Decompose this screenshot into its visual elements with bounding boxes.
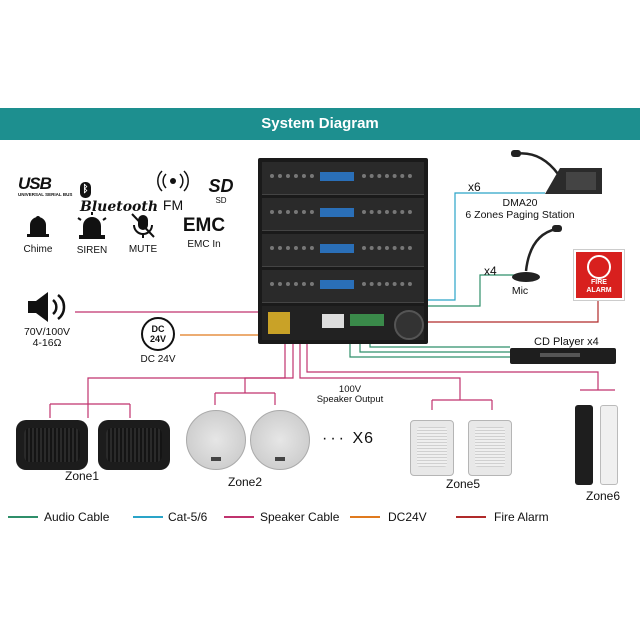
fm-label: FM	[162, 197, 184, 213]
speaker-out-rating: 70V/100V	[23, 326, 71, 338]
usb-sub: UNIVERSAL SERIAL BUS	[18, 192, 73, 197]
speaker-output-label: Speaker Output	[316, 394, 384, 405]
usb-icon: USB UNIVERSAL SERIAL BUS	[18, 175, 73, 205]
fire-alarm-line2: ALARM	[586, 287, 612, 294]
paging-station-image	[511, 150, 602, 194]
mute-icon	[131, 213, 155, 238]
legend: Audio Cable Cat-5/6 Speaker Cable DC24V …	[8, 508, 638, 528]
paging-desc: 6 Zones Paging Station	[465, 209, 575, 221]
paging-count: x6	[468, 180, 481, 194]
usb-logo: USB	[18, 174, 52, 193]
sd-label: SD	[215, 196, 227, 205]
mute-item: MUTE	[113, 213, 173, 255]
wall-speaker	[98, 420, 170, 470]
zone-multiplier: ··· X6	[322, 430, 375, 447]
gooseneck-mic-image	[512, 225, 562, 282]
box-speaker	[468, 420, 512, 476]
mic-count: x4	[484, 264, 497, 278]
zone5-label: Zone5	[446, 477, 481, 491]
legend-swatch-fire	[456, 516, 486, 518]
bluetooth-label: Bluetooth	[80, 199, 159, 215]
speaker-out-impedance: 4-16Ω	[32, 337, 62, 349]
lcd-display	[320, 244, 354, 253]
zone1-label: Zone1	[65, 469, 100, 483]
mic-label: Mic	[511, 285, 529, 297]
paging-name: DMA20	[502, 197, 538, 209]
bell-icon	[27, 216, 49, 237]
siren-item: SIREN	[62, 212, 122, 256]
bluetooth-icon: ᛒBluetooth	[80, 182, 159, 215]
sd-logo: SD	[208, 176, 234, 196]
box-speaker	[410, 420, 454, 476]
speaker-volume-icon	[28, 292, 66, 322]
legend-swatch-speaker	[224, 516, 254, 518]
rack-unit	[262, 162, 424, 195]
dc-label: DC 24V	[140, 354, 176, 365]
fire-alarm-line1: FIRE	[591, 279, 607, 286]
dc-badge-bottom: 24V	[149, 334, 166, 344]
legend-label-speaker: Speaker Cable	[260, 510, 340, 524]
mute-label: MUTE	[128, 244, 158, 255]
legend-swatch-cat	[133, 516, 163, 518]
emc-icon: EMC	[182, 215, 226, 236]
siren-label: SIREN	[76, 245, 108, 256]
dc-power-icon: DC 24V	[141, 317, 175, 351]
page-title: System Diagram	[261, 115, 379, 132]
title-banner	[0, 108, 640, 140]
ceiling-speaker	[186, 410, 246, 470]
chime-label: Chime	[23, 244, 53, 255]
wall-speaker	[16, 420, 88, 470]
cd-player-device	[510, 348, 616, 364]
cd-player-label: CD Player x4	[534, 336, 599, 348]
legend-label-dc: DC24V	[388, 510, 427, 524]
rack-unit	[262, 270, 424, 303]
lcd-display	[320, 208, 354, 217]
lcd-display	[320, 172, 354, 181]
sd-icon: SD SD	[200, 176, 242, 210]
legend-swatch-dc	[350, 516, 380, 518]
fire-alarm-device: FIRE ALARM	[573, 249, 625, 301]
rack-unit	[262, 234, 424, 267]
zone-multiplier-text: X6	[352, 430, 375, 447]
column-speaker	[600, 405, 618, 485]
chime-item: Chime	[8, 213, 68, 255]
column-speaker	[575, 405, 593, 485]
legend-label-audio: Audio Cable	[44, 510, 110, 524]
siren-icon	[77, 212, 107, 239]
amplifier-rack	[258, 158, 428, 344]
zone6-label: Zone6	[586, 489, 621, 503]
dc-badge-top: DC	[151, 324, 165, 334]
fm-radio-icon: FM	[155, 170, 191, 213]
legend-label-fire: Fire Alarm	[494, 510, 549, 524]
speaker-output-voltage: 100V	[338, 384, 362, 395]
emc-item: EMC EMC In	[172, 213, 236, 255]
rear-panel	[262, 306, 424, 340]
lcd-display	[320, 280, 354, 289]
zone2-label: Zone2	[228, 475, 263, 489]
emc-label: EMC In	[187, 239, 221, 250]
ceiling-speaker	[250, 410, 310, 470]
legend-label-cat: Cat-5/6	[168, 510, 208, 524]
rack-unit	[262, 198, 424, 231]
legend-swatch-audio	[8, 516, 38, 518]
